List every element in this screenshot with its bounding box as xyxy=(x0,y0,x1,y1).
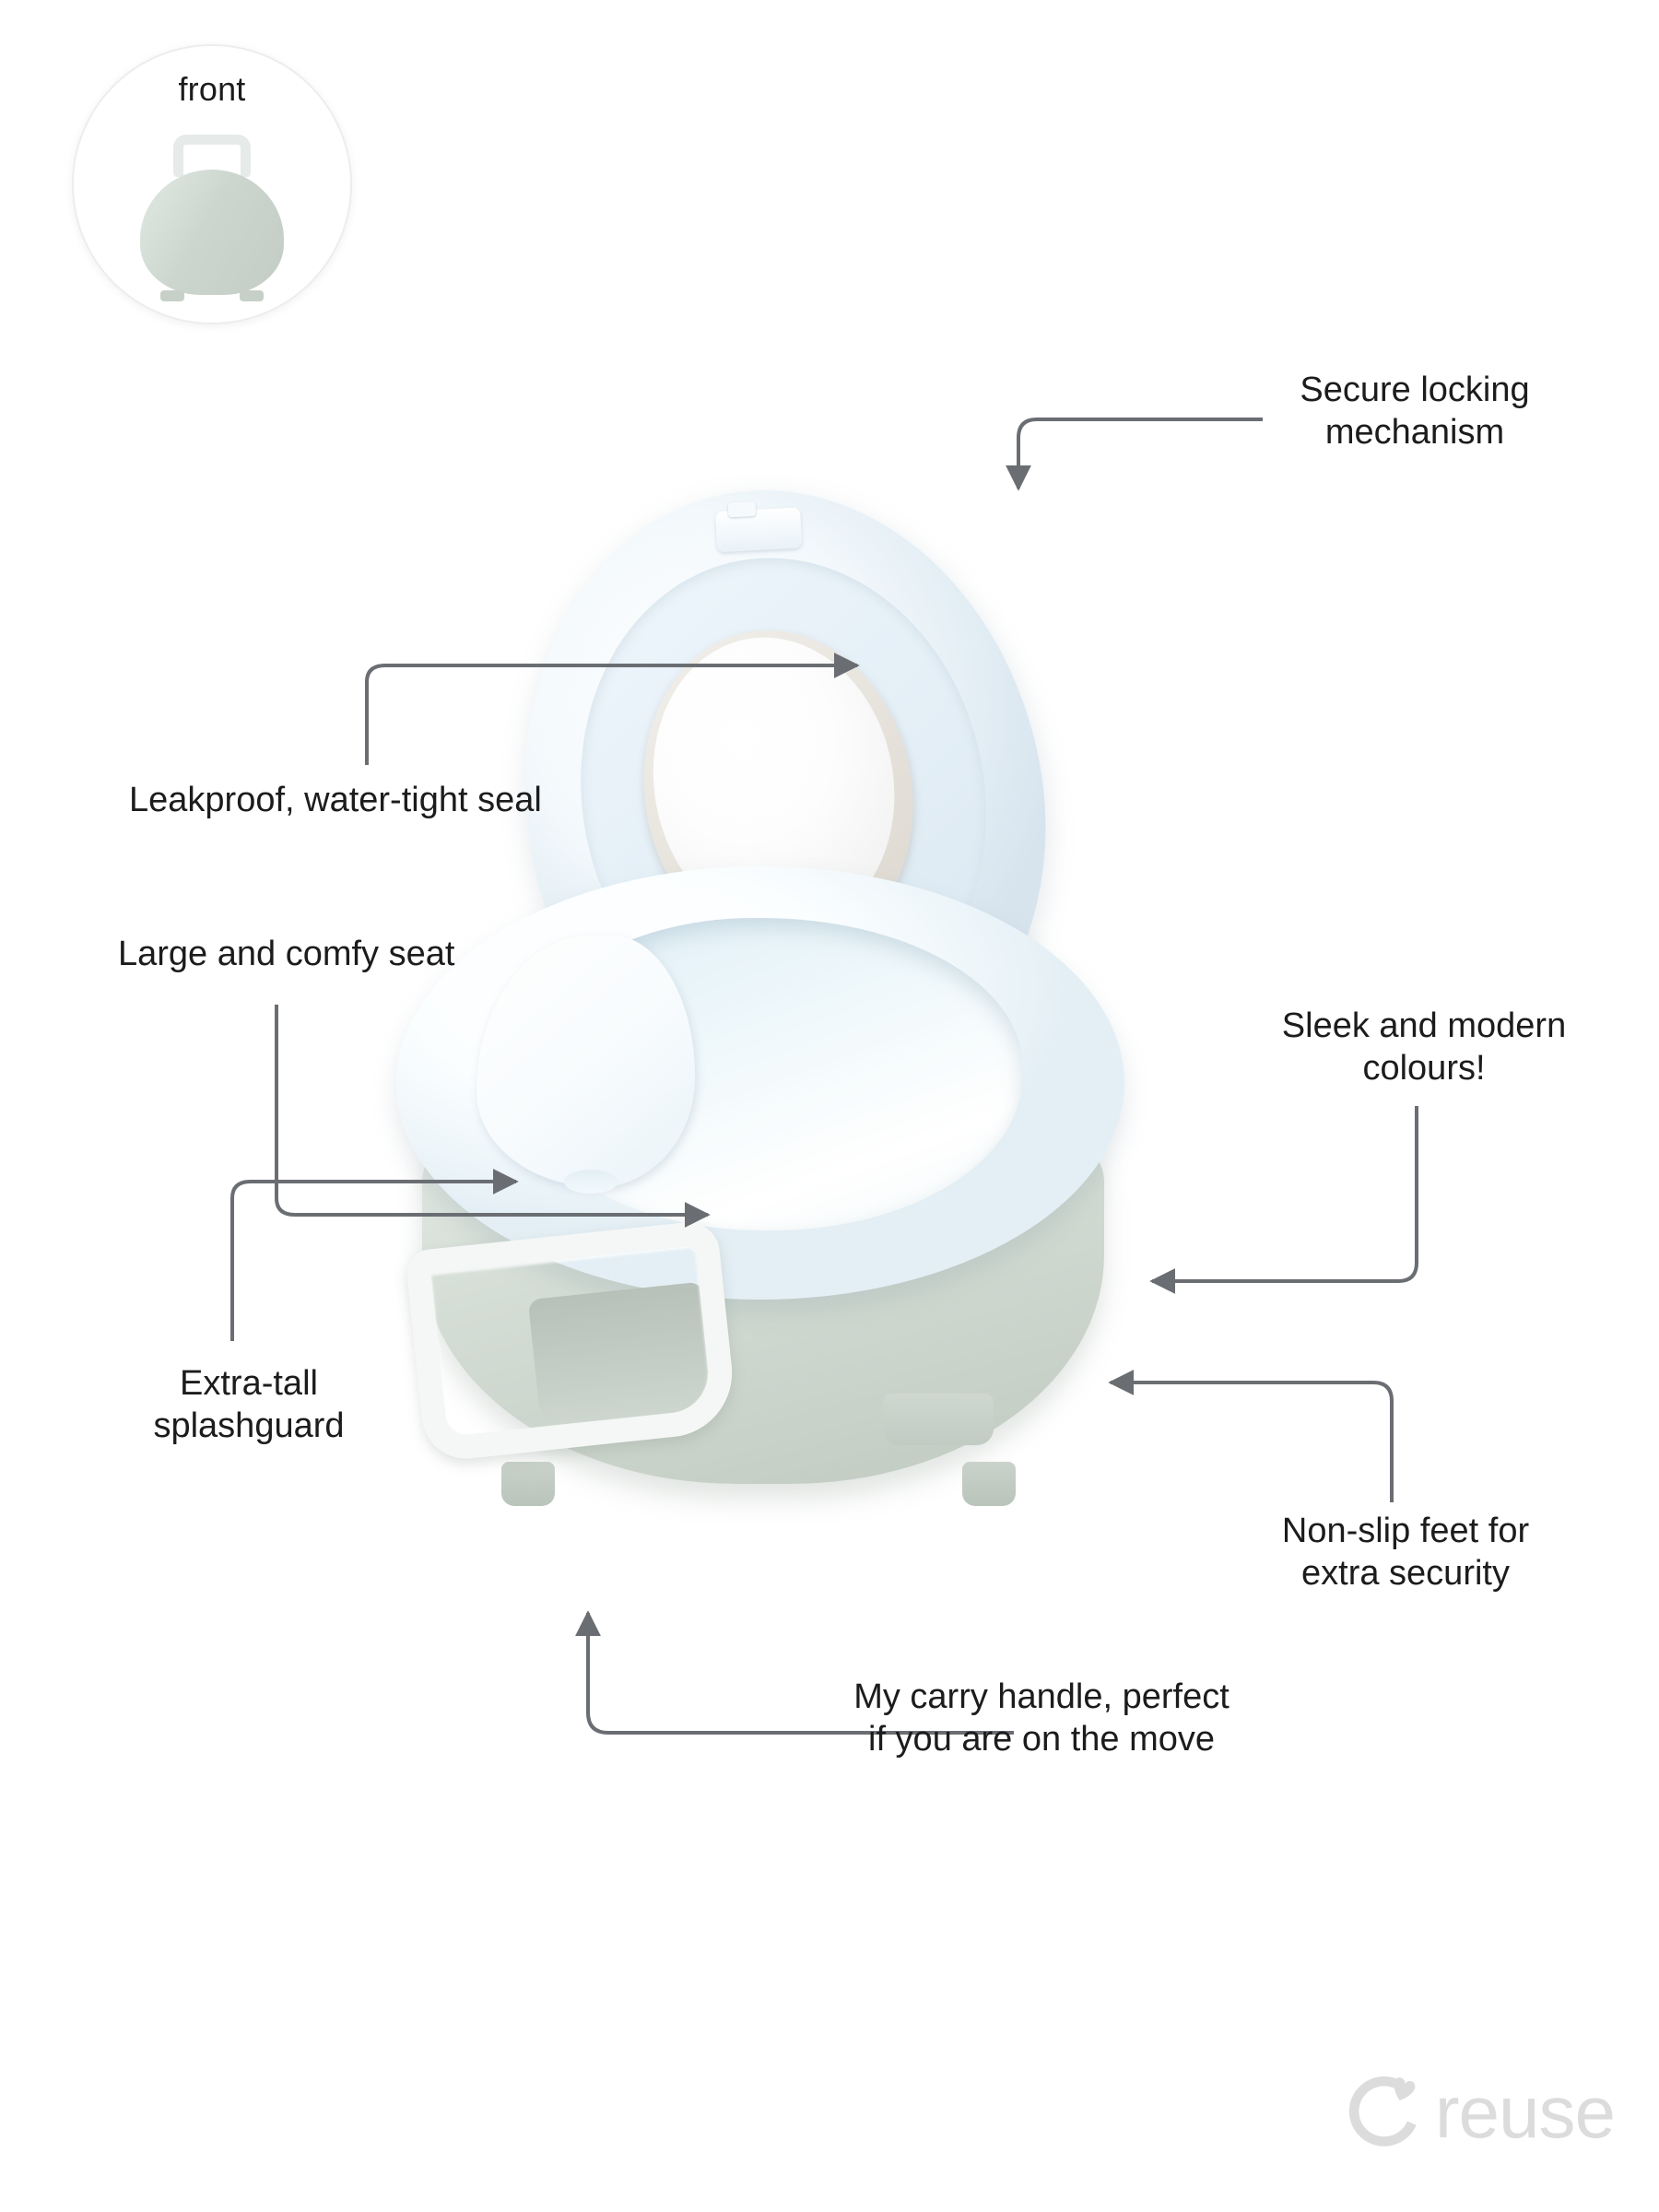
seat-dimple xyxy=(563,1170,618,1194)
callout-splashguard: Extra-tall splashguard xyxy=(153,1364,345,1446)
base-rear-tab xyxy=(883,1394,994,1445)
logo-wordmark: reuse xyxy=(1434,2071,1616,2153)
thumbnail-product-icon xyxy=(124,135,300,310)
product-illustration xyxy=(396,444,1226,1631)
callout-secure-locking: Secure locking mechanism xyxy=(1300,371,1530,453)
reuse-logo[interactable]: reuse xyxy=(1341,2068,1616,2157)
callout-leakproof-seal: Leakproof, water-tight seal xyxy=(129,781,542,819)
product-seat xyxy=(396,866,1124,1300)
reuse-circular-arrow-heart-icon xyxy=(1348,2076,1417,2147)
thumbnail-handle xyxy=(173,135,251,177)
non-slip-foot-left xyxy=(501,1462,555,1506)
thumbnail-body xyxy=(140,170,284,301)
thumbnail-label: front xyxy=(178,70,246,108)
front-view-thumbnail[interactable]: front xyxy=(72,44,352,324)
carry-handle xyxy=(404,1218,739,1464)
thumbnail-foot-right xyxy=(240,290,264,301)
locking-mechanism xyxy=(715,507,803,552)
non-slip-foot-right xyxy=(962,1462,1016,1506)
callout-modern-colours: Sleek and modern colours! xyxy=(1281,1006,1567,1088)
thumbnail-foot-left xyxy=(160,290,184,301)
callout-non-slip-feet: Non-slip feet for extra security xyxy=(1281,1512,1530,1594)
callout-comfy-seat: Large and comfy seat xyxy=(118,935,455,973)
callout-carry-handle: My carry handle, perfect if you are on t… xyxy=(853,1677,1230,1759)
